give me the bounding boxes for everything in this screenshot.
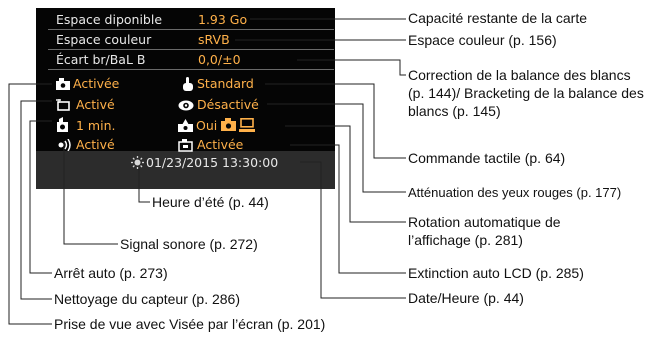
rotate-computer-icon — [239, 118, 255, 136]
lcd-off-value: Activée — [197, 137, 244, 152]
row-divider — [48, 49, 334, 50]
rotate-camera-icon — [221, 118, 236, 135]
annotation-date-time: Date/Heure (p. 44) — [408, 290, 524, 306]
annotation-card-capacity: Capacité restante de la carte — [408, 10, 587, 26]
annotation-red-eye: Atténuation des yeux rouges (p. 177) — [408, 185, 622, 200]
leader-line — [300, 161, 406, 299]
annotation-live-view: Prise de vue avec Visée par l’écran (p. … — [54, 316, 326, 332]
row-divider — [48, 69, 334, 70]
beep-value: Activé — [76, 137, 115, 152]
annotation-beep: Signal sonore (p. 272) — [120, 236, 258, 252]
rotate-display-value: Oui — [196, 118, 218, 133]
free-space-value: 1.93 Go — [198, 12, 248, 27]
wb-shift-label: Écart br/BaL B — [56, 52, 146, 67]
annotation-touch-control: Commande tactile (p. 64) — [408, 150, 566, 166]
auto-power-off-value: 1 min. — [76, 118, 116, 133]
leader-line — [8, 83, 52, 325]
annotation-auto-power-off: Arrêt auto (p. 273) — [54, 265, 168, 281]
sensor-cleaning-icon — [56, 99, 70, 115]
red-eye-value: Désactivé — [197, 97, 259, 112]
leader-line — [285, 125, 406, 223]
red-eye-icon — [178, 99, 194, 115]
touch-hand-icon — [182, 77, 194, 95]
daylight-saving-icon — [131, 156, 144, 173]
live-view-status: Activée — [73, 76, 120, 91]
free-space-label: Espace diponible — [56, 12, 163, 27]
datetime-value: 01/23/2015 13:30:00 — [146, 155, 279, 170]
leader-line — [290, 144, 406, 274]
leader-line — [265, 83, 406, 159]
wb-shift-value: 0,0/±0 — [198, 52, 241, 67]
leader-line — [138, 168, 150, 203]
auto-power-off-icon — [56, 117, 69, 137]
datetime-bar — [36, 151, 335, 189]
leader-line — [20, 100, 52, 300]
touch-control-value: Standard — [197, 76, 254, 91]
annotation-daylight-saving: Heure d’été (p. 44) — [152, 194, 269, 210]
sensor-cleaning-status: Activé — [76, 97, 115, 112]
leader-line — [297, 59, 406, 76]
color-space-label: Espace couleur — [56, 32, 152, 47]
annotation-white-balance: Correction de la balance des blancs (p. … — [408, 67, 644, 119]
annotation-lcd-off: Extinction auto LCD (p. 285) — [408, 265, 584, 281]
beep-icon — [58, 138, 74, 155]
leader-line — [29, 120, 52, 274]
row-divider — [48, 29, 334, 30]
color-space-value: sRVB — [198, 32, 230, 47]
rotate-display-icon — [178, 119, 193, 136]
leader-line — [63, 141, 118, 245]
camera-live-view-icon — [56, 78, 70, 94]
annotation-auto-rotate: Rotation automatique de l’affichage (p. … — [408, 214, 561, 248]
annotation-sensor-cleaning: Nettoyage du capteur (p. 286) — [54, 291, 241, 307]
leader-line — [267, 103, 406, 193]
annotation-color-space: Espace couleur (p. 156) — [408, 32, 557, 48]
lcd-off-icon — [178, 139, 193, 156]
